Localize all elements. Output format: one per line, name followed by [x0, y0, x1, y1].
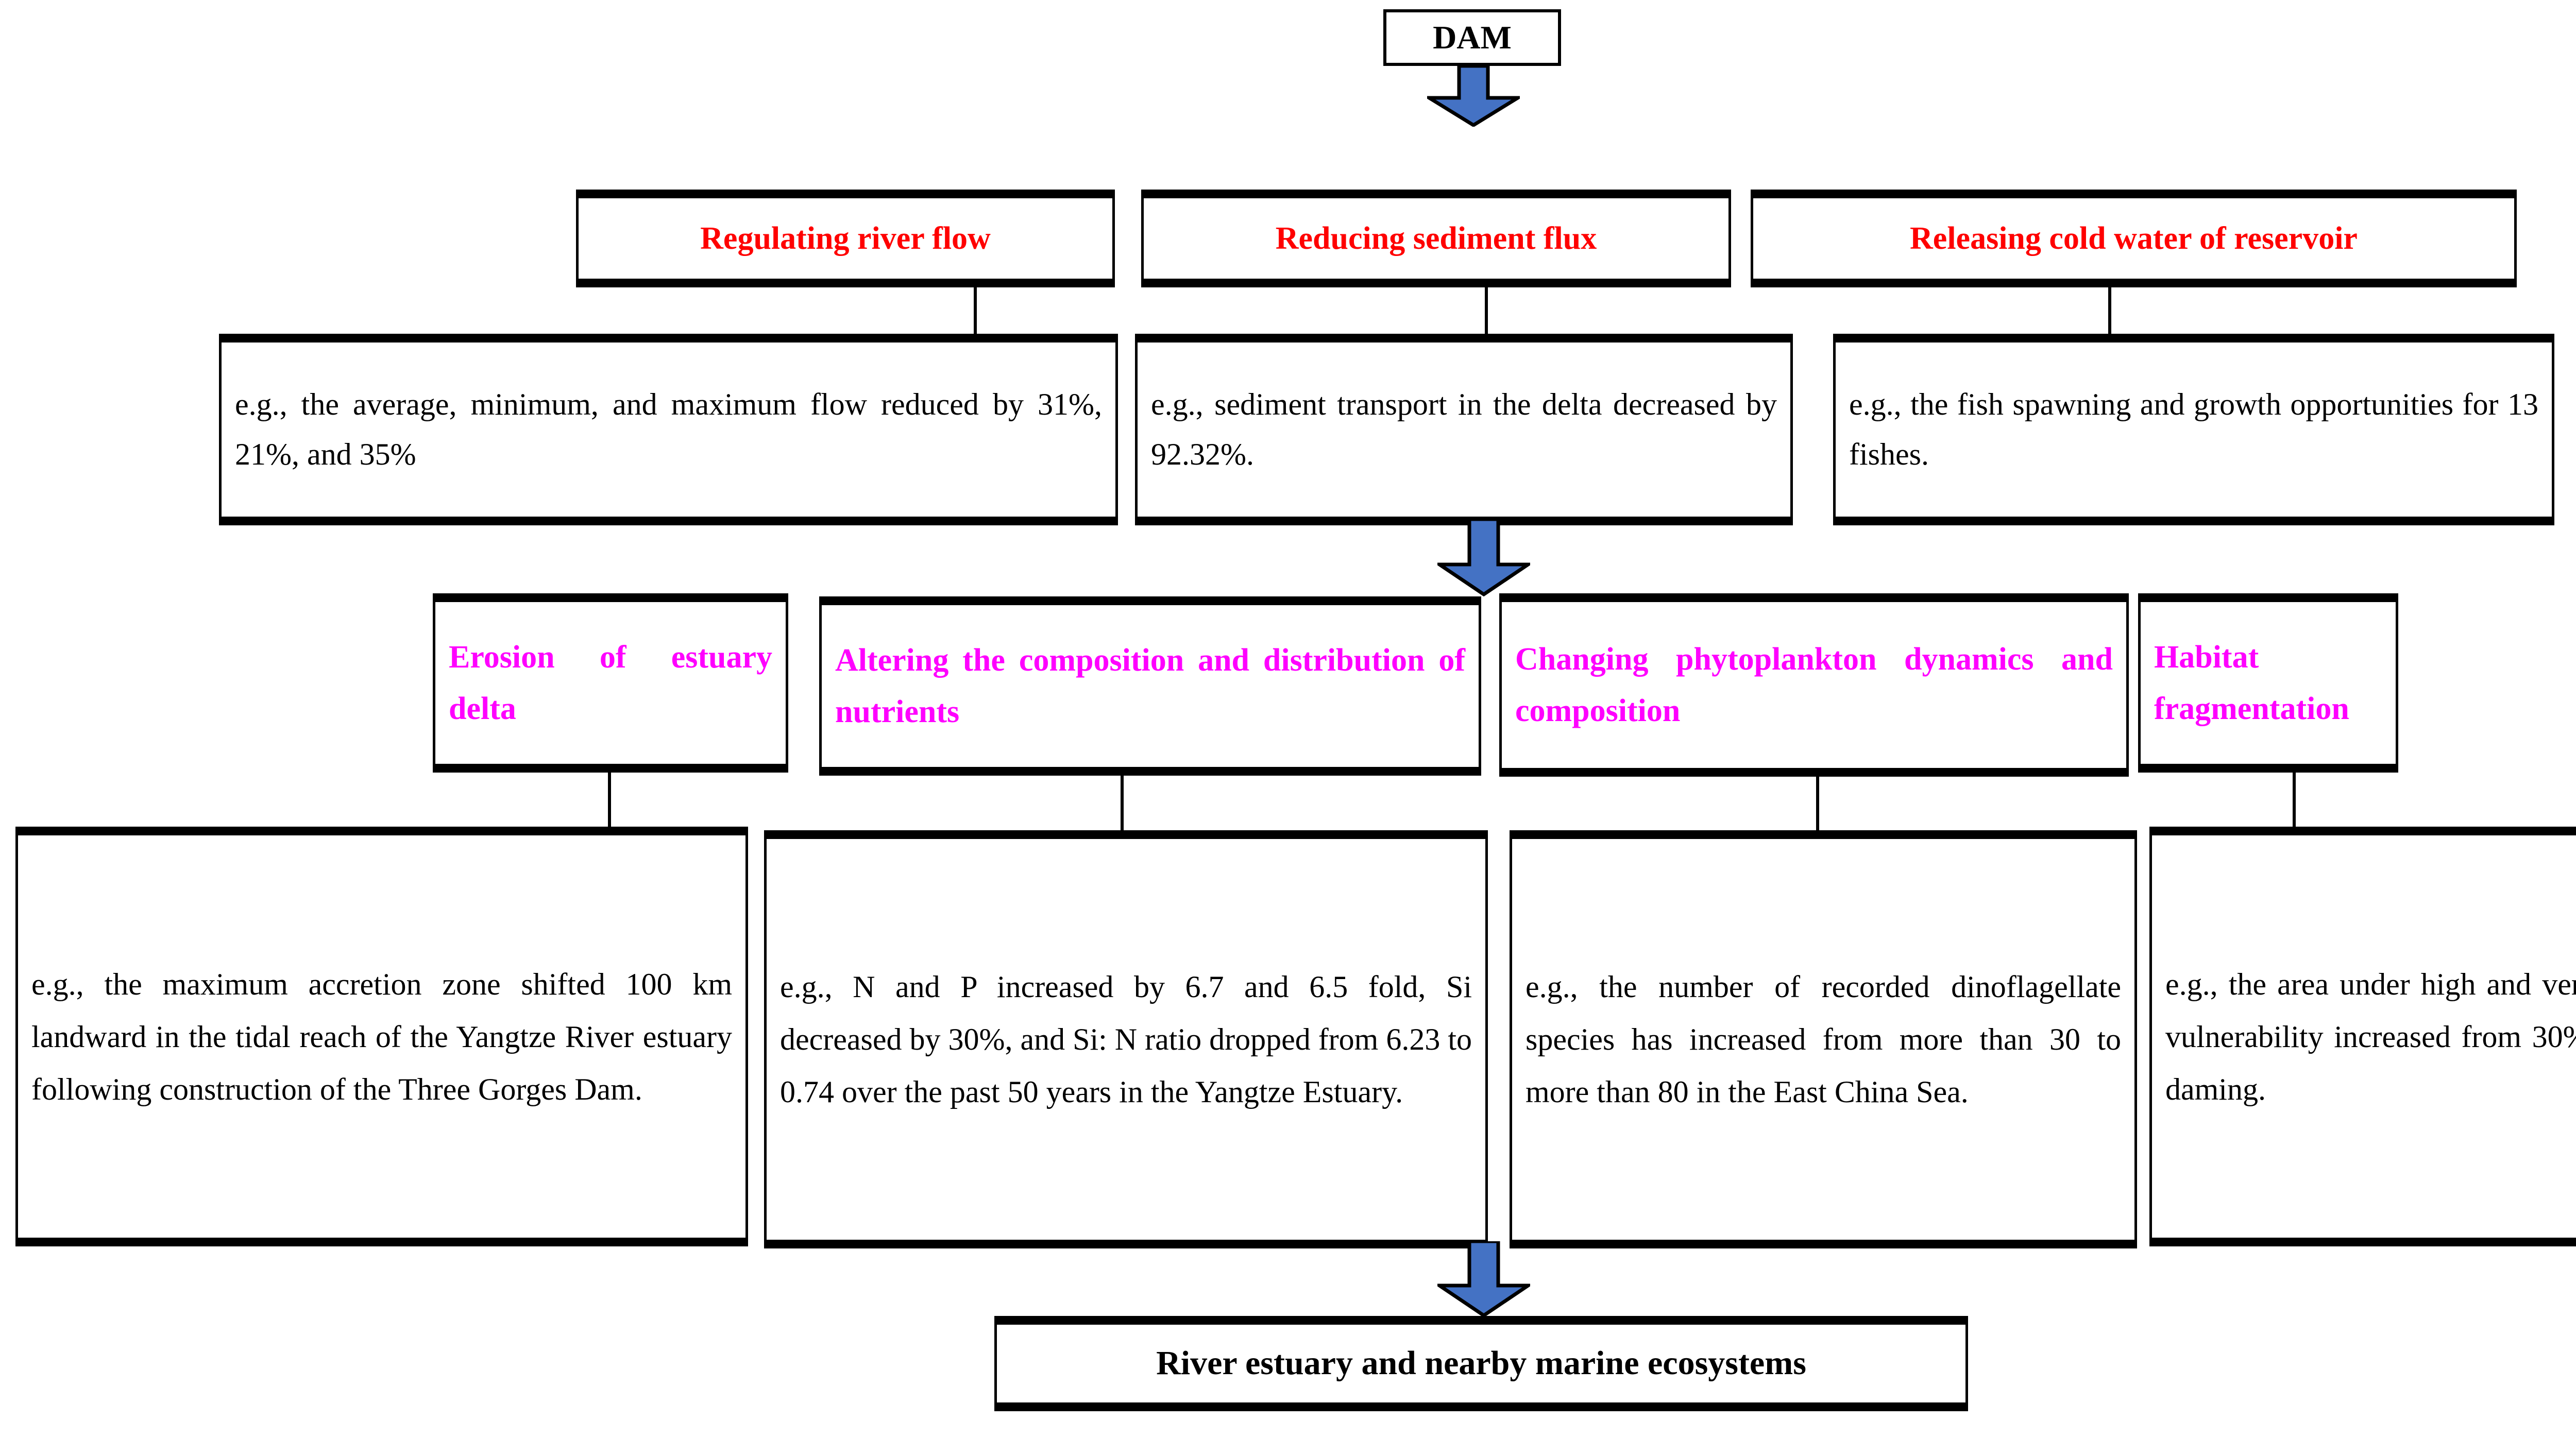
outcome-box: River estuary and nearby marine ecosyste… [994, 1316, 1968, 1411]
level1-example-1-text: e.g., sediment transport in the delta de… [1151, 387, 1777, 471]
level2-example-3: e.g., the area under high and very high … [2149, 827, 2576, 1246]
level2-example-2: e.g., the number of recorded dinoflagell… [1510, 830, 2137, 1248]
level2-example-0: e.g., the maximum accretion zone shifted… [15, 827, 748, 1246]
level1-header-0-label: Regulating river flow [700, 220, 991, 256]
arrow-level2-to-outcome [1437, 1241, 1530, 1317]
connector-level2-0 [608, 773, 611, 829]
level2-example-0-text: e.g., the maximum accretion zone shifted… [31, 967, 732, 1106]
connector-level1-0 [974, 287, 977, 335]
level1-header-1: Reducing sediment flux [1141, 190, 1731, 287]
level2-header-2-label: Changing phytoplankton dynamics and comp… [1515, 641, 2113, 728]
level1-example-0-text: e.g., the average, minimum, and maximum … [235, 387, 1102, 471]
level1-example-2: e.g., the fish spawning and growth oppor… [1833, 334, 2554, 525]
level1-example-2-text: e.g., the fish spawning and growth oppor… [1849, 387, 2538, 471]
level2-example-1: e.g., N and P increased by 6.7 and 6.5 f… [764, 830, 1488, 1248]
level2-example-3-text: e.g., the area under high and very high … [2165, 967, 2576, 1106]
level2-header-1: Altering the composition and distributio… [819, 596, 1481, 776]
level2-header-0-label: Erosion of estuary delta [449, 639, 772, 726]
level2-header-3: Habitat fragmentation [2138, 593, 2398, 773]
level2-header-0: Erosion of estuary delta [433, 593, 788, 773]
connector-level2-1 [1121, 776, 1124, 832]
connector-level2-3 [2293, 773, 2296, 829]
level1-example-0: e.g., the average, minimum, and maximum … [219, 334, 1118, 525]
level1-example-1: e.g., sediment transport in the delta de… [1135, 334, 1793, 525]
level2-header-2: Changing phytoplankton dynamics and comp… [1499, 593, 2129, 777]
arrow-dam-to-level1 [1427, 66, 1520, 127]
level1-header-0: Regulating river flow [576, 190, 1115, 287]
arrow-level1-to-level2 [1437, 519, 1530, 596]
dam-label: DAM [1433, 19, 1512, 56]
connector-level1-1 [1485, 287, 1488, 335]
level2-example-2-text: e.g., the number of recorded dinoflagell… [1526, 970, 2121, 1109]
level1-header-2: Releasing cold water of reservoir [1751, 190, 2517, 287]
level1-header-2-label: Releasing cold water of reservoir [1910, 220, 2358, 256]
level1-header-1-label: Reducing sediment flux [1275, 220, 1597, 256]
level2-header-3-label: Habitat fragmentation [2154, 639, 2349, 726]
outcome-label: River estuary and nearby marine ecosyste… [1156, 1344, 1806, 1382]
level2-example-1-text: e.g., N and P increased by 6.7 and 6.5 f… [780, 970, 1472, 1109]
connector-level2-2 [1816, 777, 1819, 833]
dam-box: DAM [1383, 9, 1561, 66]
connector-level1-2 [2108, 287, 2111, 335]
level2-header-1-label: Altering the composition and distributio… [835, 642, 1465, 729]
